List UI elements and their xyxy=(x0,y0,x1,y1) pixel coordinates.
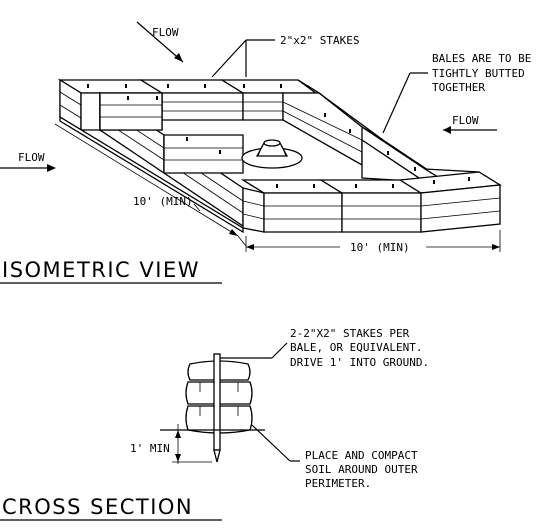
bales-note-line-2: TIGHTLY BUTTED xyxy=(432,67,525,80)
soil-note-line-3: PERIMETER. xyxy=(305,477,371,490)
inlet-cone xyxy=(241,139,303,169)
stakes-note-leader xyxy=(220,342,288,359)
soil-note-line-1: PLACE AND COMPACT xyxy=(305,449,418,462)
stakes-label: 2"x2" STAKES xyxy=(280,34,359,47)
stakes-note-line-3: DRIVE 1' INTO GROUND. xyxy=(290,356,429,369)
left-bale-row xyxy=(59,78,244,234)
flow-arrow-right xyxy=(443,126,497,134)
section-stake xyxy=(213,353,221,463)
dimension-bottom-label: 10' (MIN) xyxy=(350,241,410,254)
min-depth-label: 1' MIN xyxy=(130,442,170,455)
cross-section: 1' MIN 2-2"X2" STAKES PER BALE, OR EQUIV… xyxy=(0,327,429,521)
cross-section-title: CROSS SECTION xyxy=(2,495,193,519)
soil-note-leader xyxy=(251,424,300,462)
dimension-left xyxy=(54,123,247,247)
stakes-note-line-1: 2-2"X2" STAKES PER xyxy=(290,327,410,340)
min-depth-dimension xyxy=(172,424,212,464)
flow-arrow-left xyxy=(0,164,56,172)
right-bale-row xyxy=(282,79,501,186)
dimension-left-label: 10' (MIN) xyxy=(133,195,193,208)
dimension-bottom xyxy=(245,230,501,252)
isometric-title: ISOMETRIC VIEW xyxy=(2,258,200,282)
bales-note-line-1: BALES ARE TO BE xyxy=(432,52,531,65)
flow-label-left: FLOW xyxy=(18,151,45,164)
front-bale-row xyxy=(240,171,502,233)
isometric-view: FLOW 2"x2" STAKES BALES ARE TO BE TIGHTL… xyxy=(0,21,531,284)
flow-label-right: FLOW xyxy=(452,114,479,127)
stakes-leader xyxy=(211,39,275,78)
inner-left-faces xyxy=(99,92,244,174)
bales-note-line-3: TOGETHER xyxy=(432,81,485,94)
flow-arrow-top xyxy=(136,21,184,63)
bales-note-leader xyxy=(382,72,428,134)
back-bale-row xyxy=(57,79,322,117)
stakes-note-line-2: BALE, OR EQUIVALENT. xyxy=(290,341,422,354)
flow-label-top: FLOW xyxy=(152,26,179,39)
soil-note-line-2: SOIL AROUND OUTER xyxy=(305,463,418,476)
stake-marks xyxy=(87,84,470,188)
